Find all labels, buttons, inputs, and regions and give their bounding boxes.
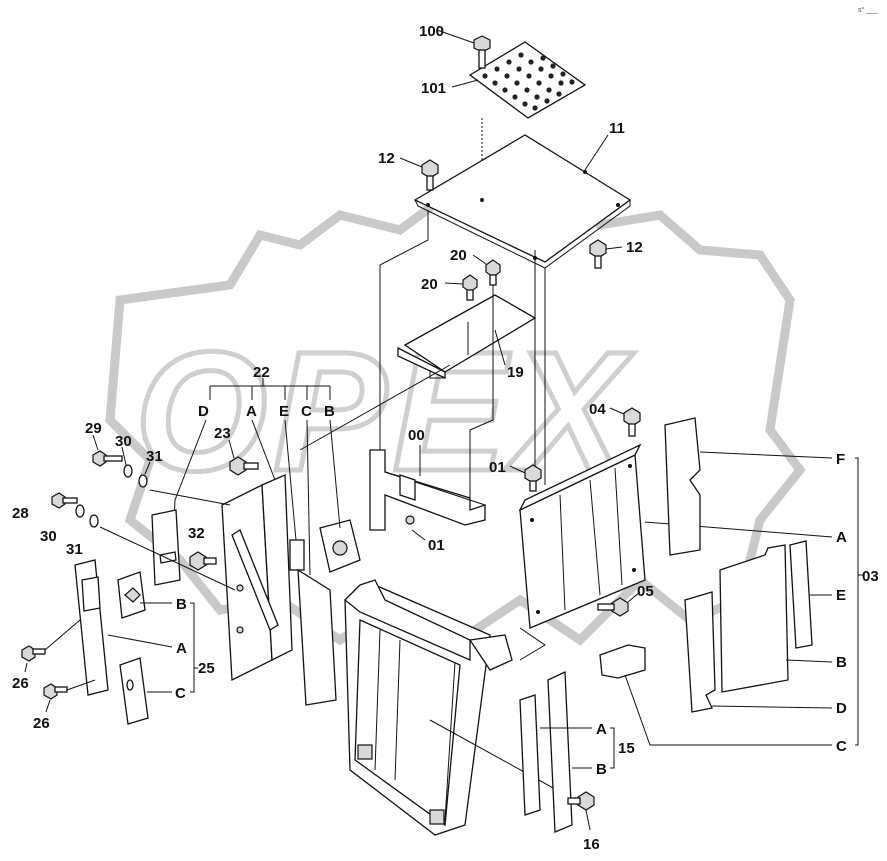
label-22-C: C bbox=[301, 403, 312, 420]
label-25-A: A bbox=[176, 640, 187, 657]
label-03-F: F bbox=[836, 451, 845, 468]
label-03-C: C bbox=[836, 738, 847, 755]
bolt-26-a-icon bbox=[21, 645, 46, 662]
label-20-lower: 20 bbox=[421, 276, 438, 293]
bracket-00 bbox=[369, 449, 486, 531]
seal-25-C bbox=[119, 657, 149, 725]
label-31-lower: 31 bbox=[66, 541, 83, 558]
bolt-12-left-icon bbox=[421, 159, 439, 191]
label-03-E: E bbox=[836, 587, 846, 604]
label-26-lower: 26 bbox=[33, 715, 50, 732]
bracket-19 bbox=[397, 294, 537, 380]
washer-31-icon bbox=[138, 474, 148, 488]
label-03-D: D bbox=[836, 700, 847, 717]
label-00: 00 bbox=[408, 427, 425, 444]
plate-25 bbox=[74, 559, 109, 696]
label-03-A: A bbox=[836, 529, 847, 546]
seal-03-C bbox=[599, 644, 646, 679]
label-101: 101 bbox=[421, 80, 446, 97]
label-15: 15 bbox=[618, 740, 635, 757]
label-29: 29 bbox=[85, 420, 102, 437]
label-16: 16 bbox=[583, 836, 600, 853]
seal-22-tall bbox=[297, 568, 337, 706]
label-23: 23 bbox=[214, 425, 231, 442]
label-03-B: B bbox=[836, 654, 847, 671]
label-28: 28 bbox=[12, 505, 29, 522]
seal-15-A bbox=[519, 694, 541, 816]
seal-03-D bbox=[684, 591, 716, 713]
label-22-E: E bbox=[279, 403, 289, 420]
bolt-32-icon bbox=[189, 551, 217, 571]
label-31-upper: 31 bbox=[146, 448, 163, 465]
label-01-upper: 01 bbox=[489, 459, 506, 476]
seal-03-B bbox=[719, 544, 789, 693]
label-11: 11 bbox=[609, 120, 625, 137]
bolt-20-a-icon bbox=[462, 274, 478, 301]
label-19: 19 bbox=[507, 364, 524, 381]
bolt-05-icon bbox=[597, 597, 629, 617]
washer-31b-icon bbox=[89, 514, 99, 528]
bracket-22-main bbox=[221, 474, 293, 682]
seal-03-F bbox=[664, 417, 701, 556]
label-20-upper: 20 bbox=[450, 247, 467, 264]
bolt-28-icon bbox=[51, 492, 78, 509]
label-25-C: C bbox=[175, 685, 186, 702]
bolt-29-icon bbox=[92, 450, 123, 467]
label-30-upper: 30 bbox=[115, 433, 132, 450]
bolt-16-icon bbox=[567, 791, 595, 811]
bolt-26-b-icon bbox=[43, 683, 68, 700]
seal-22-D bbox=[151, 509, 181, 586]
washer-30-icon bbox=[123, 464, 133, 478]
label-15-B: B bbox=[596, 761, 607, 778]
bolt-23-icon bbox=[229, 456, 259, 476]
label-100: 100 bbox=[419, 23, 444, 40]
label-04: 04 bbox=[589, 401, 606, 418]
seal-15-B bbox=[547, 670, 573, 833]
label-30-lower: 30 bbox=[40, 528, 57, 545]
bolt-100-icon bbox=[473, 35, 491, 69]
label-22-D: D bbox=[198, 403, 209, 420]
seal-03-E bbox=[789, 540, 813, 649]
seal-25-B bbox=[117, 571, 146, 619]
label-12-right: 12 bbox=[626, 239, 643, 256]
label-22-A: A bbox=[246, 403, 257, 420]
label-01-lower: 01 bbox=[428, 537, 445, 554]
bolt-01-icon bbox=[524, 464, 542, 492]
label-15-A: A bbox=[596, 721, 607, 738]
bolt-20-b-icon bbox=[485, 259, 501, 286]
label-26-upper: 26 bbox=[12, 675, 29, 692]
label-25: 25 bbox=[198, 660, 215, 677]
label-32: 32 bbox=[188, 525, 205, 542]
label-12-left: 12 bbox=[378, 150, 395, 167]
perforated-plate bbox=[468, 41, 587, 119]
bolt-12-right-icon bbox=[589, 239, 607, 269]
label-03: 03 bbox=[862, 568, 879, 585]
washer-30b-icon bbox=[75, 504, 85, 518]
bolt-04-icon bbox=[623, 407, 641, 437]
label-22-B: B bbox=[324, 403, 335, 420]
seal-22-small bbox=[289, 539, 305, 571]
label-22: 22 bbox=[253, 364, 270, 381]
label-05: 05 bbox=[637, 583, 654, 600]
corner-mark: s° ___ bbox=[858, 6, 878, 14]
side-panel-right bbox=[518, 443, 646, 629]
radiator-assembly bbox=[344, 579, 513, 836]
label-25-B: B bbox=[176, 596, 187, 613]
